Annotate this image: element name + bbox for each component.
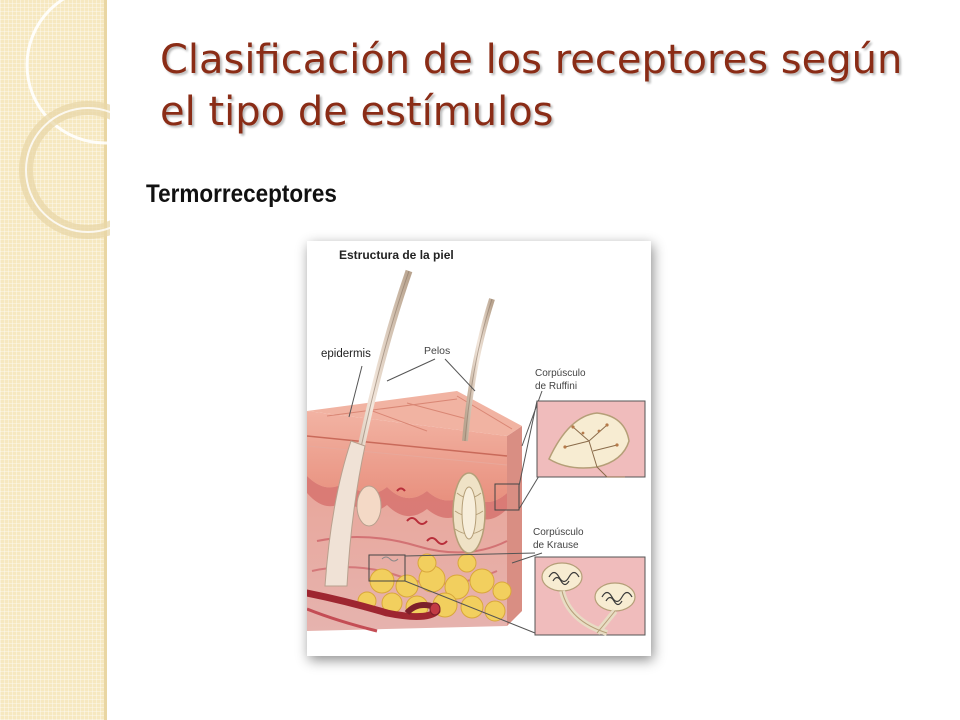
- skin-illustration: [307, 269, 646, 636]
- slide-subtitle: Termorreceptores: [146, 180, 337, 208]
- decorative-circles: [19, 0, 110, 239]
- side-band-edge: [104, 0, 107, 720]
- label-ruffini-line2: de Ruffini: [535, 381, 578, 392]
- skin-structure-figure: Estructura de la piel epidermis Pelos Co…: [307, 241, 651, 656]
- slide-title: Clasificación de los receptores según el…: [160, 37, 903, 135]
- figure-title: Estructura de la piel: [339, 248, 454, 262]
- label-krause-line2: de Krause: [533, 540, 579, 551]
- label-pelos: Pelos: [424, 345, 451, 357]
- label-krause-line1: Corpúsculo: [533, 527, 584, 538]
- krause-inset: [534, 556, 646, 636]
- label-epidermis: epidermis: [321, 348, 371, 360]
- label-ruffini-line1: Corpúsculo: [535, 368, 586, 379]
- ruffini-inset: [536, 400, 646, 478]
